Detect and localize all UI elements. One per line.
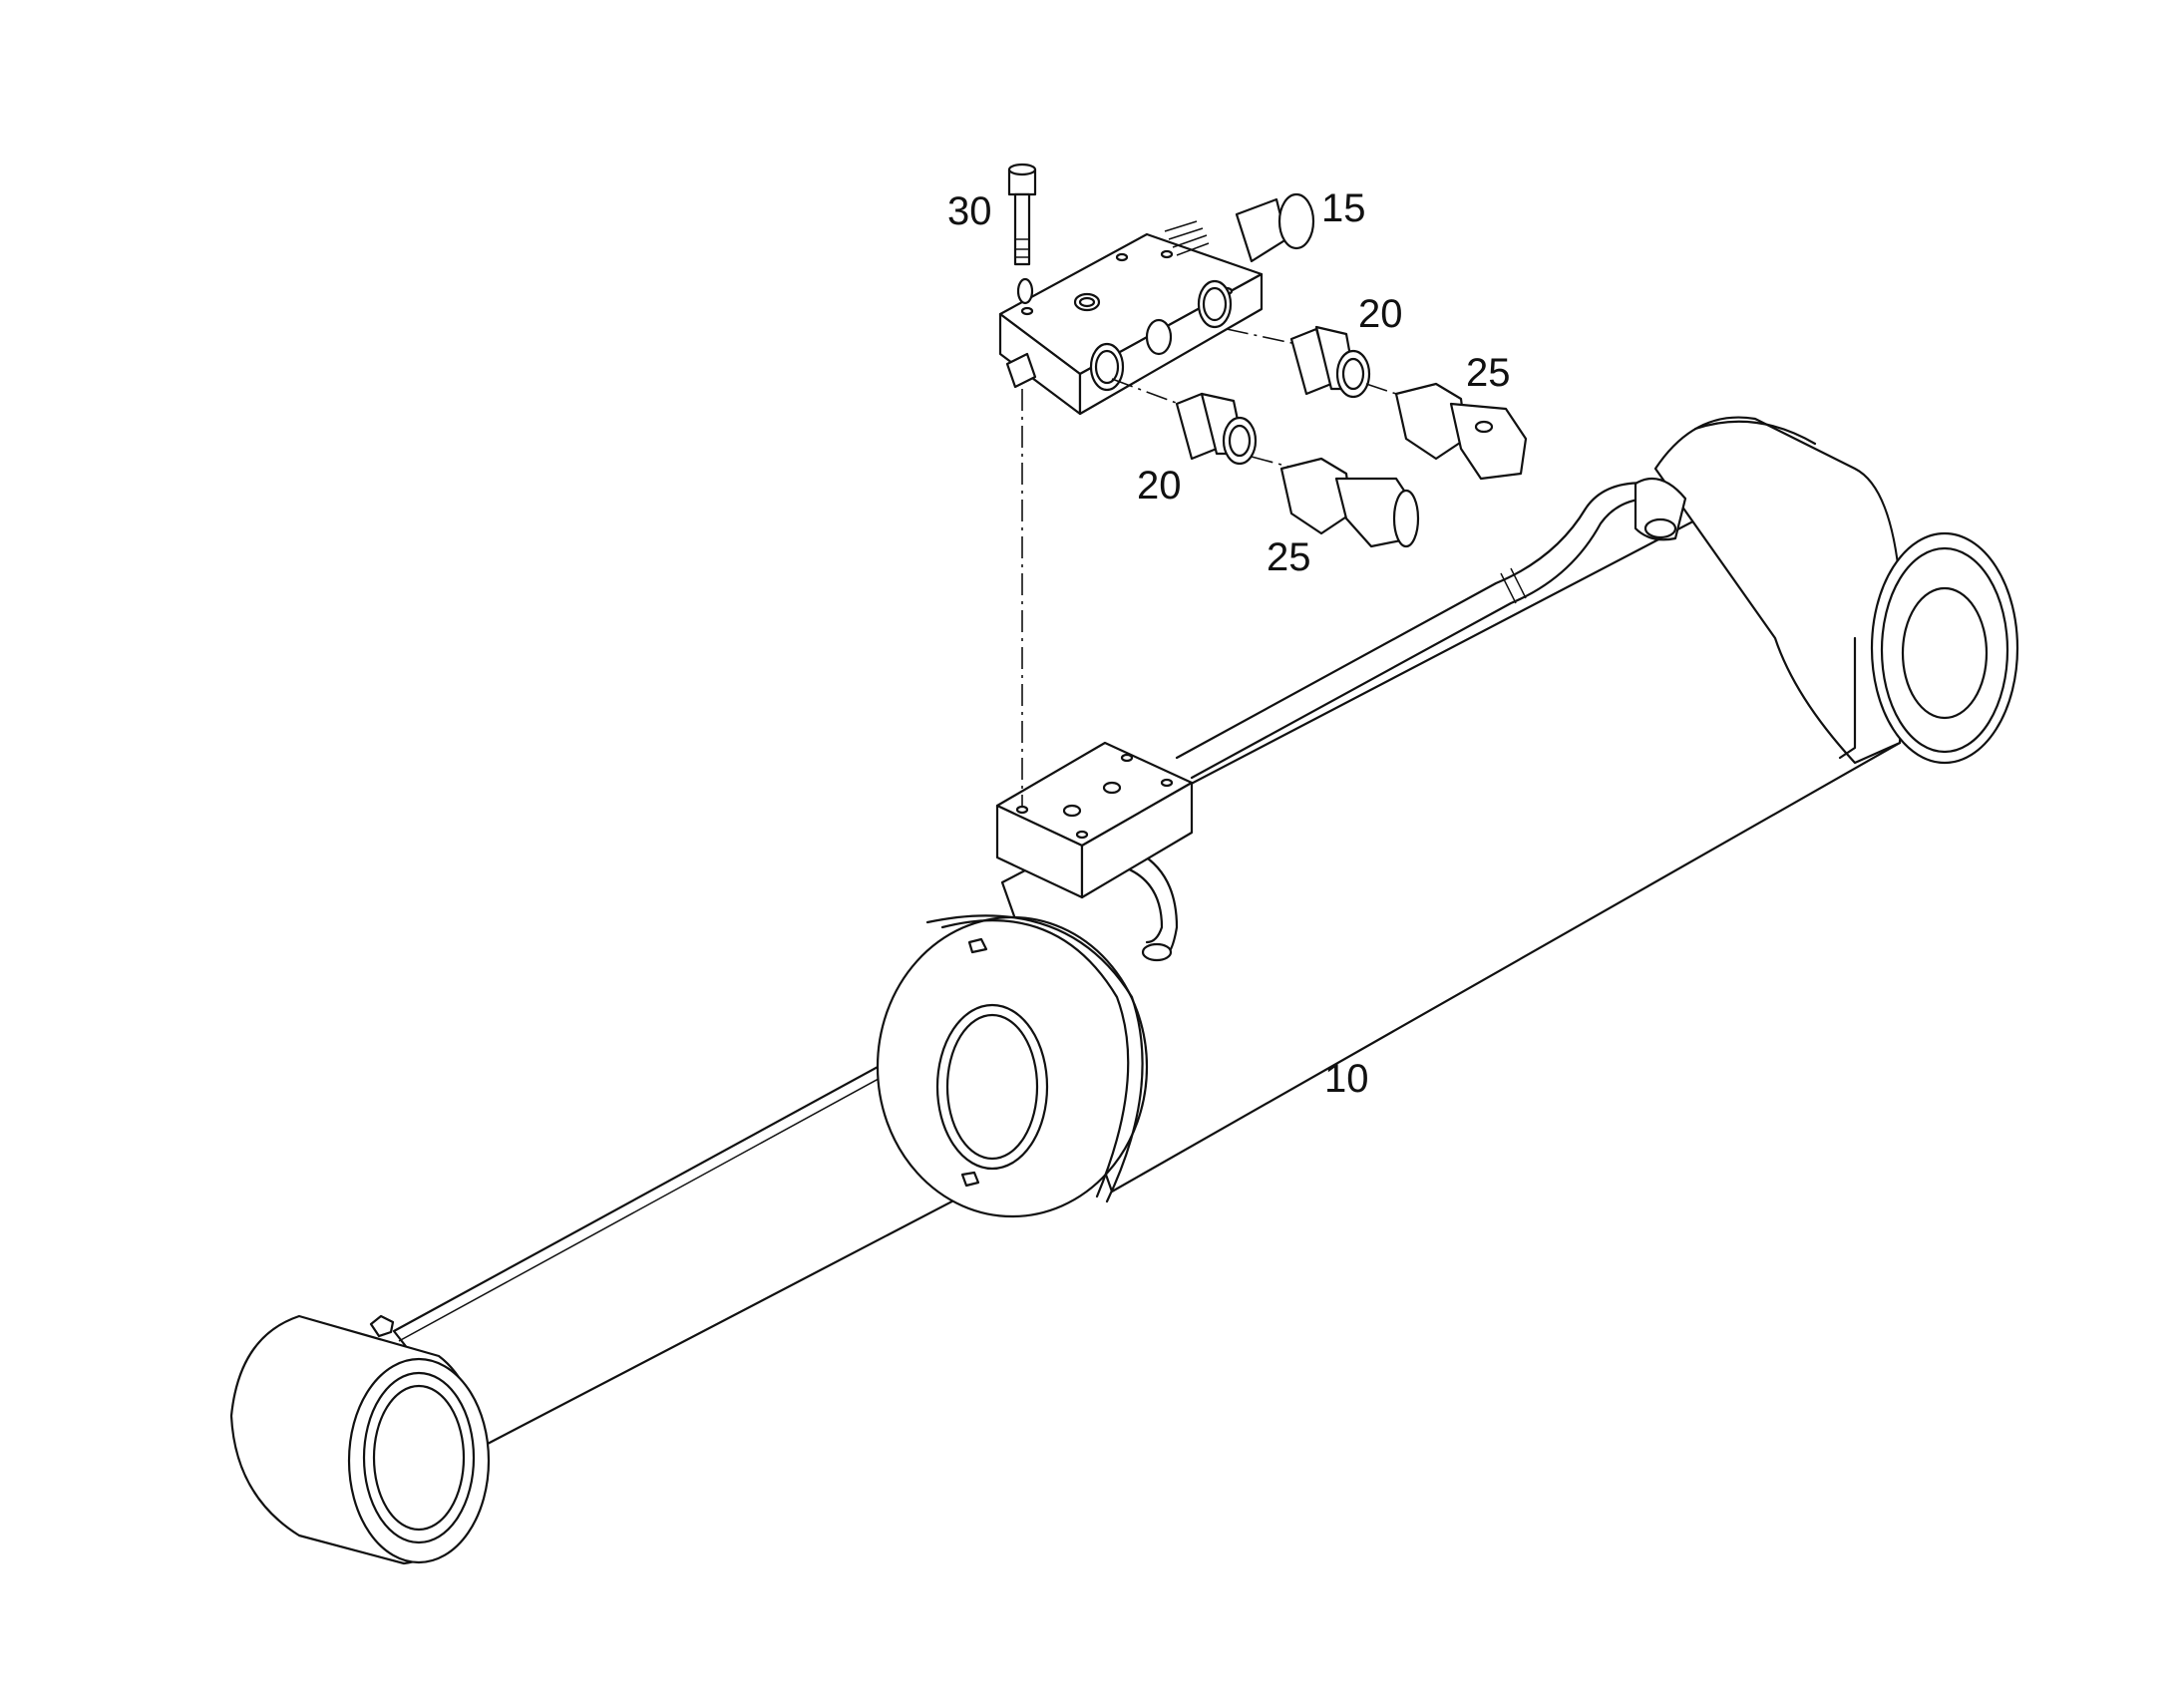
rod-eye xyxy=(229,1314,491,1565)
valve-mounting-block xyxy=(995,741,1194,899)
callout-adapter-lower: 20 xyxy=(1137,464,1182,508)
callout-elbow-lower: 25 xyxy=(1267,535,1311,579)
grease-nipple-rod xyxy=(369,1314,395,1338)
elbow-fitting-upper xyxy=(1365,382,1528,481)
cylinder-barrel xyxy=(876,416,2019,1218)
callout-elbow-upper: 25 xyxy=(1466,351,1511,395)
callout-bolt: 30 xyxy=(947,189,992,233)
elbow-fitting-lower xyxy=(1251,456,1420,548)
callout-adapter-upper: 20 xyxy=(1358,292,1403,336)
socket-head-bolt xyxy=(1007,163,1037,266)
callout-cylinder: 10 xyxy=(1324,1057,1369,1101)
adapter-fitting-upper xyxy=(1226,325,1371,399)
gland-notch-top xyxy=(967,937,988,954)
callout-valve-cartridge: 15 xyxy=(1321,186,1366,230)
valve-block xyxy=(998,192,1315,416)
adapter-fitting-lower xyxy=(1111,378,1258,466)
hydraulic-pipe xyxy=(1105,477,1687,962)
gland-notch-bottom xyxy=(960,1171,980,1188)
